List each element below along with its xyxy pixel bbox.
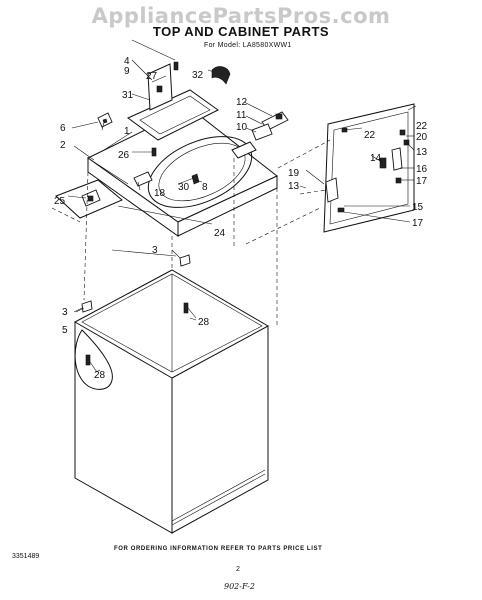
lid-hinge bbox=[251, 111, 289, 141]
callout-16: 16 bbox=[416, 164, 428, 175]
callout-30: 30 bbox=[178, 182, 190, 193]
callout-28-lower: 28 bbox=[94, 370, 106, 381]
callout-15: 15 bbox=[412, 202, 424, 213]
callout-3-upper: 3 bbox=[152, 245, 158, 256]
corner-clip-lower bbox=[73, 300, 93, 313]
callout-32: 32 bbox=[192, 70, 204, 81]
callout-25: 25 bbox=[54, 196, 66, 207]
callout-1: 1 bbox=[124, 126, 130, 137]
callout-4: 4 bbox=[124, 56, 130, 67]
callout-13-left: 13 bbox=[288, 181, 300, 192]
callout-13-right: 13 bbox=[416, 147, 428, 158]
top-assembly bbox=[87, 89, 278, 237]
callout-18: 18 bbox=[154, 188, 166, 199]
callout-27: 27 bbox=[146, 71, 158, 82]
leader-lines bbox=[51, 39, 417, 373]
cabinet-screw-lower bbox=[85, 354, 98, 373]
callout-5: 5 bbox=[62, 325, 68, 336]
watermark: AppliancePartsPros.com bbox=[91, 4, 391, 28]
tub-ring-screw bbox=[191, 173, 200, 185]
callout-2: 2 bbox=[60, 140, 66, 151]
corner-clip-upper bbox=[171, 249, 191, 267]
callout-24: 24 bbox=[214, 228, 226, 239]
cabinet-screw-upper bbox=[183, 302, 197, 319]
page-number: 2 bbox=[236, 566, 240, 573]
callout-22-right: 22 bbox=[416, 121, 428, 132]
lid-hinge-clip bbox=[97, 112, 113, 128]
callout-11: 11 bbox=[236, 110, 247, 121]
callout-31: 31 bbox=[122, 90, 134, 101]
hinge-cap bbox=[211, 66, 231, 85]
callout-3-lower: 3 bbox=[62, 307, 68, 318]
page-title: TOP AND CABINET PARTS bbox=[152, 24, 330, 39]
callout-17-lower: 17 bbox=[412, 218, 424, 229]
document-number: 3351489 bbox=[12, 553, 40, 560]
console-bracket bbox=[147, 63, 173, 111]
callout-26: 26 bbox=[118, 150, 130, 161]
callout-22-left: 22 bbox=[364, 130, 376, 141]
handwritten-note: 902-F-2 bbox=[224, 582, 255, 591]
callout-10: 10 bbox=[236, 122, 248, 133]
lid bbox=[323, 103, 415, 233]
callout-labels: 1 2 3 3 4 5 6 8 9 10 11 12 13 13 14 15 1… bbox=[54, 56, 428, 381]
callout-8: 8 bbox=[202, 182, 208, 193]
callout-20: 20 bbox=[416, 132, 428, 143]
model-subtitle: For Model: LA8580XWW1 bbox=[204, 42, 292, 49]
callout-14: 14 bbox=[370, 153, 382, 164]
top-screw bbox=[151, 147, 157, 157]
switch-bracket bbox=[55, 179, 123, 219]
cabinet bbox=[74, 269, 269, 534]
lid-switch bbox=[133, 171, 153, 187]
callout-9: 9 bbox=[124, 66, 130, 77]
callout-6: 6 bbox=[60, 123, 66, 134]
callout-19: 19 bbox=[288, 168, 300, 179]
callout-12: 12 bbox=[236, 97, 248, 108]
callout-17-upper: 17 bbox=[416, 176, 428, 187]
callout-28-upper: 28 bbox=[198, 317, 210, 328]
console-screw bbox=[173, 61, 179, 71]
ordering-note: FOR ORDERING INFORMATION REFER TO PARTS … bbox=[114, 546, 323, 552]
